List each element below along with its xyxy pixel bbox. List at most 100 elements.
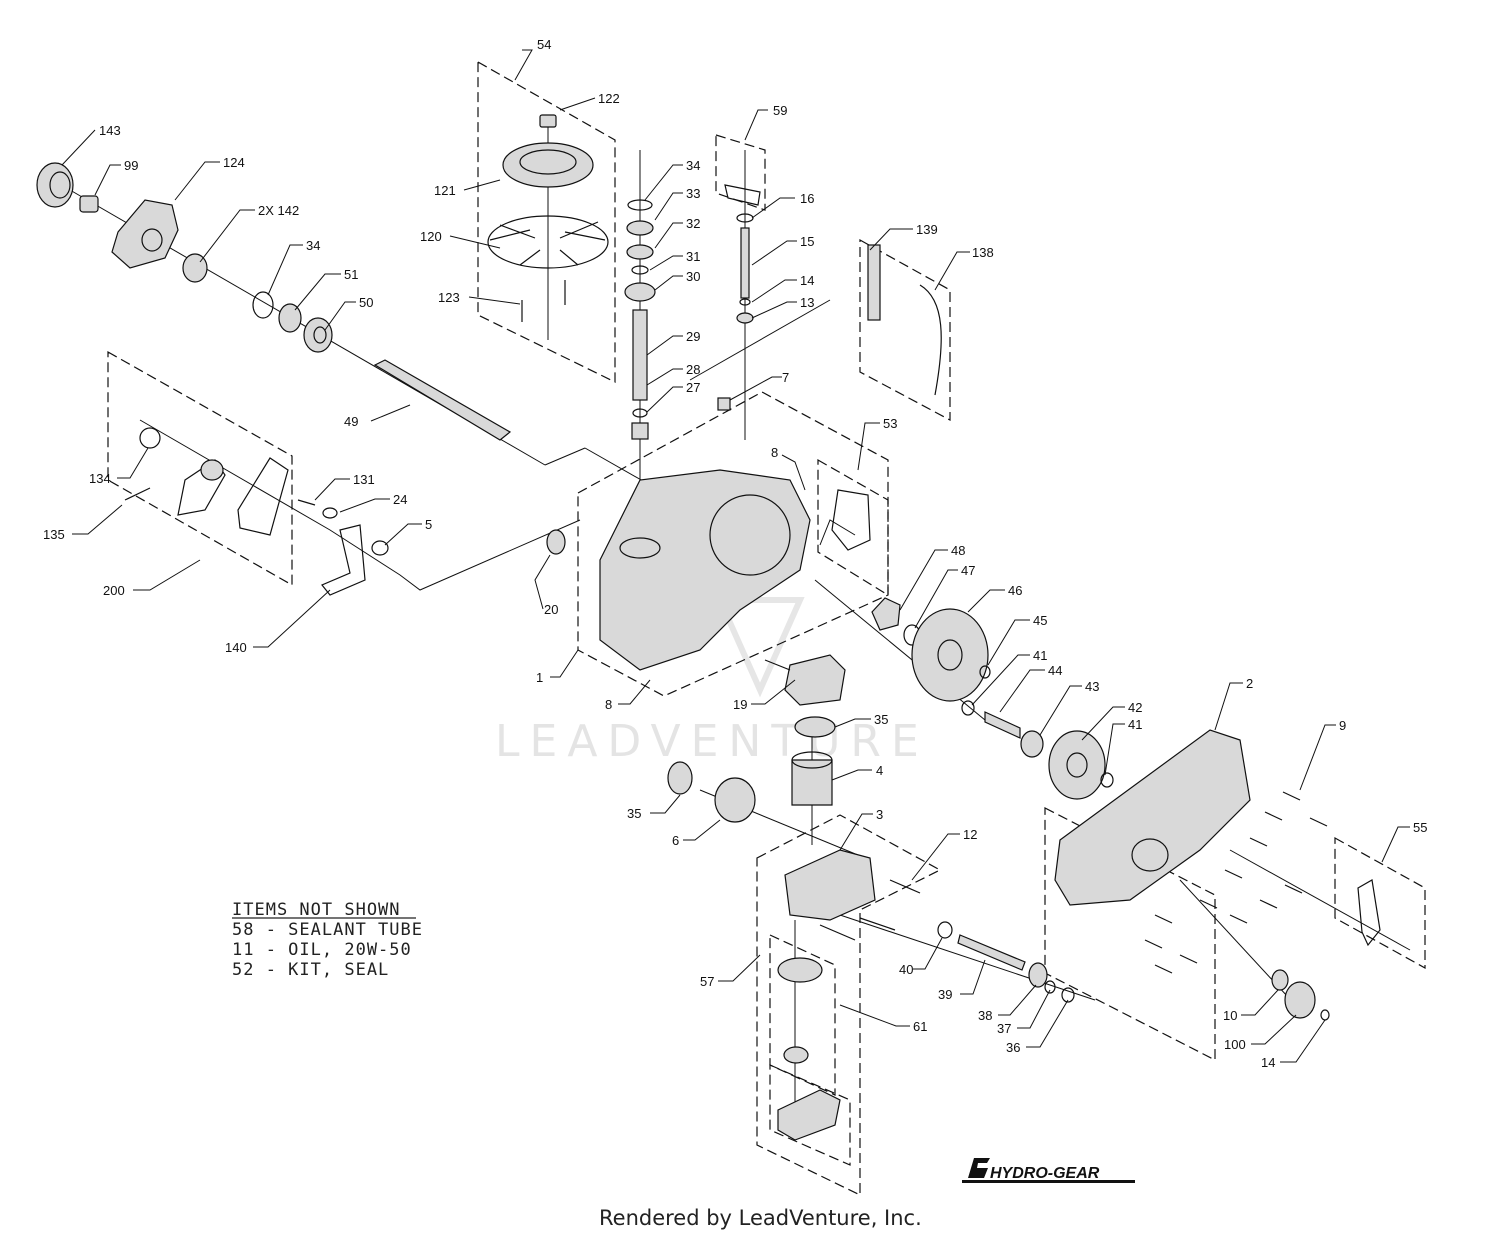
part-9-bolt-13 (1229, 914, 1248, 924)
callout-labels: 54 122 59 143 99 124 121 34 33 16 2X 142… (43, 37, 1427, 1070)
part-143-bearing-bore (49, 171, 71, 199)
part-120-fan-blades (489, 221, 606, 266)
callout-30: 30 (686, 269, 700, 284)
part-43-pinion (1020, 730, 1044, 758)
part-32-seal (626, 244, 654, 260)
axle-axis-end (584, 447, 651, 486)
part-28-ring (632, 408, 648, 418)
part-4-block (791, 759, 833, 806)
callout-8a: 8 (771, 445, 778, 460)
callout-44: 44 (1048, 663, 1062, 678)
callout-42: 42 (1128, 700, 1142, 715)
callout-31: 31 (686, 249, 700, 264)
callout-40: 40 (899, 962, 913, 977)
part-14-clip (1320, 1009, 1330, 1021)
part-29-input-shaft (632, 309, 648, 401)
part-13-seal (736, 312, 754, 324)
part-61-seal (783, 1046, 809, 1064)
part-9-bolt-2 (1264, 811, 1283, 821)
group-box-138 (859, 238, 951, 421)
link-line-53 (819, 519, 856, 546)
part-46-gear (911, 608, 989, 702)
part-38-gear (1028, 962, 1048, 988)
callout-99: 99 (124, 158, 138, 173)
group-box-55 (1334, 836, 1426, 970)
callout-34b: 34 (306, 238, 320, 253)
callout-38: 38 (978, 1008, 992, 1023)
part-10-washer (1271, 969, 1289, 991)
hydro-gear-logo: HYDRO-GEAR (962, 1158, 1135, 1183)
part-31-ring (631, 265, 649, 275)
part-33-washer (626, 220, 654, 236)
callout-39: 39 (938, 987, 952, 1002)
part-41-washer-lower (1100, 772, 1114, 788)
callout-7: 7 (782, 370, 789, 385)
watermark-logo (715, 597, 805, 698)
part-9-bolt-10 (1154, 964, 1173, 974)
callout-5: 5 (425, 517, 432, 532)
link-line-200 (139, 419, 581, 591)
callout-14b: 14 (1261, 1055, 1275, 1070)
callout-45: 45 (1033, 613, 1047, 628)
logo-wordmark: HYDRO-GEAR (990, 1165, 1100, 1182)
group-box-59 (715, 134, 766, 211)
part-143-bearing (36, 162, 74, 208)
part-9-bolt-6 (1199, 899, 1218, 909)
callout-20: 20 (544, 602, 558, 617)
callout-138: 138 (972, 245, 994, 260)
part-42-gear-hub (1066, 752, 1088, 778)
part-9-bolt-11 (1284, 884, 1303, 894)
bolt-axis-line (1229, 849, 1411, 951)
part-9-bolt-1 (1282, 791, 1301, 801)
leader-lines (61, 49, 1410, 1063)
callout-143: 143 (99, 123, 121, 138)
part-35-bearing-side (667, 761, 693, 795)
note-line-52: 52 - KIT, SEAL (232, 960, 389, 980)
part-53-cover (831, 489, 871, 551)
part-46-gear-hub (937, 639, 963, 671)
callout-59: 59 (773, 103, 787, 118)
part-59-lever (724, 184, 761, 206)
callout-135: 135 (43, 527, 65, 542)
callout-2x142: 2X 142 (258, 203, 299, 218)
part-12-bolt-1 (889, 879, 921, 894)
callout-200: 200 (103, 583, 125, 598)
callout-15: 15 (800, 234, 814, 249)
callout-48: 48 (951, 543, 965, 558)
callout-34a: 34 (686, 158, 700, 173)
part-5-washer (371, 540, 389, 556)
rendered-by-footer: Rendered by LeadVenture, Inc. (599, 1206, 922, 1230)
part-44-shaft (984, 711, 1021, 739)
part-51-seal (278, 303, 302, 333)
callout-9: 9 (1339, 718, 1346, 733)
part-endcap-plate (777, 1089, 841, 1141)
part-135-spring (124, 487, 151, 501)
callout-123: 123 (438, 290, 460, 305)
part-37-ring (1044, 980, 1056, 994)
part-6-motor-block (714, 777, 756, 823)
callout-16: 16 (800, 191, 814, 206)
part-15-shaft (740, 227, 750, 299)
callout-120: 120 (420, 229, 442, 244)
items-not-shown-note: ITEMS NOT SHOWN 58 - SEALANT TUBE 11 - O… (232, 900, 422, 980)
callout-8b: 8 (605, 697, 612, 712)
callout-33: 33 (686, 186, 700, 201)
part-9-bolt-7 (1154, 914, 1173, 924)
part-131-bolt (297, 499, 316, 506)
part-9-bolt-3 (1309, 817, 1328, 827)
group-box-200 (107, 350, 293, 587)
part-12-bolt-2 (859, 917, 896, 931)
callout-134: 134 (89, 471, 111, 486)
callout-19: 19 (733, 697, 747, 712)
part-12-bolt-3 (819, 924, 856, 941)
part-1-housing-bore (709, 494, 791, 576)
callout-28: 28 (686, 362, 700, 377)
part-200-bearing (200, 459, 224, 481)
callout-29: 29 (686, 329, 700, 344)
part-200-bracket (237, 457, 289, 536)
callout-55: 55 (1413, 820, 1427, 835)
part-7-plug (717, 397, 731, 411)
motor-shaft-axis-line (839, 914, 1096, 1001)
callout-100: 100 (1224, 1037, 1246, 1052)
brake-axis-line (1179, 879, 1301, 1011)
